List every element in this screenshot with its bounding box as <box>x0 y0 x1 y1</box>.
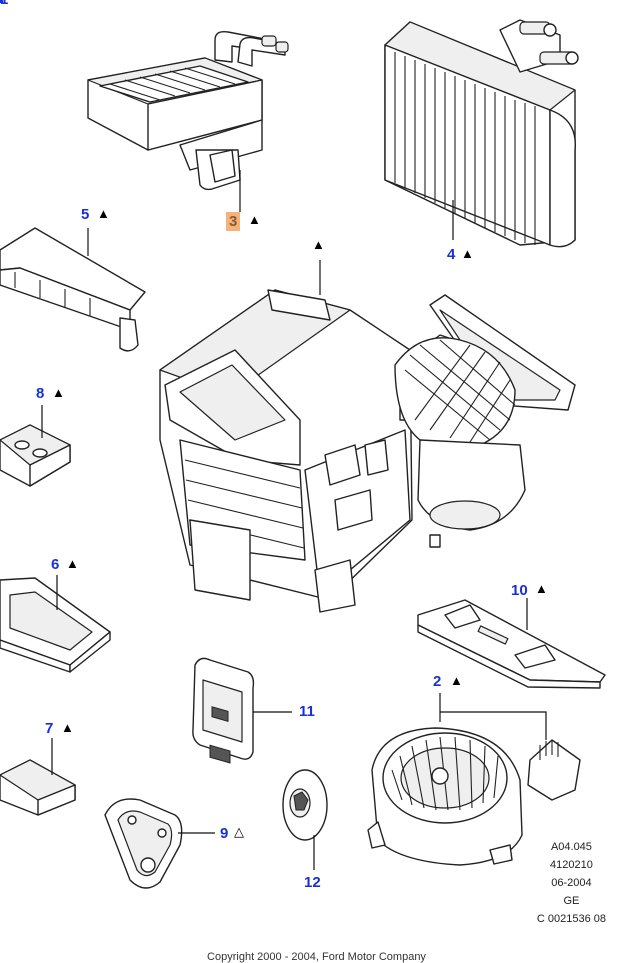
callout-3[interactable]: 3 <box>226 212 241 231</box>
drawing-code: A04.045 <box>550 841 592 853</box>
callout-4-symbol: ▲ <box>461 246 474 261</box>
drawing-number: 4120210 <box>550 859 593 871</box>
drawing-region: GE <box>563 895 580 907</box>
callout-8[interactable]: 8 <box>36 385 45 402</box>
callout-12[interactable]: 12 <box>304 874 321 891</box>
copyright-notice: Copyright 2000 - 2004, Ford Motor Compan… <box>207 951 426 963</box>
drawing-reference: C 0021536 08 <box>536 913 606 925</box>
callout-1-symbol: ▲ <box>312 237 325 252</box>
switch-11-drawing <box>192 657 255 764</box>
bracket-10-drawing <box>417 599 606 689</box>
drawing-info-block: A04.045 4120210 06-2004 GE C 0021536 08 <box>537 838 606 928</box>
duct-drawing <box>0 227 146 352</box>
callout-6[interactable]: 6 <box>51 556 60 573</box>
leader-line-2 <box>439 693 547 740</box>
callout-10-symbol: ▲ <box>535 581 548 596</box>
callout-8-symbol: ▲ <box>52 385 65 400</box>
callout-3-symbol: ▲ <box>248 212 261 227</box>
callout-10[interactable]: 10 <box>511 582 528 599</box>
callout-7[interactable]: 7 <box>45 720 54 737</box>
callout-2[interactable]: 2 <box>433 673 442 690</box>
corner-marker <box>0 0 3 3</box>
callout-9-symbol: △ <box>234 824 244 839</box>
blower-motor-2-drawing <box>367 727 581 866</box>
callout-2-symbol: ▲ <box>450 673 463 688</box>
callout-5-symbol: ▲ <box>97 206 110 221</box>
heater-core-drawing <box>87 30 289 191</box>
gasket-9-drawing <box>104 798 183 889</box>
pad-7-drawing <box>0 759 76 816</box>
drawing-date: 06-2004 <box>551 877 592 889</box>
callout-9[interactable]: 9 <box>220 825 229 842</box>
callout-7-symbol: ▲ <box>61 720 74 735</box>
pad-8-drawing <box>0 424 71 487</box>
callout-11[interactable]: 11 <box>299 703 315 720</box>
seal-frame-6-drawing <box>0 577 111 673</box>
housing-assembly-drawing <box>159 289 576 613</box>
callout-4[interactable]: 4 <box>447 246 456 263</box>
callout-6-symbol: ▲ <box>66 556 79 571</box>
evaporator-core-drawing <box>384 19 579 248</box>
callout-5[interactable]: 5 <box>81 206 90 223</box>
fan-hub-12-drawing <box>282 769 328 841</box>
callout-1[interactable]: 1 <box>0 0 8 8</box>
